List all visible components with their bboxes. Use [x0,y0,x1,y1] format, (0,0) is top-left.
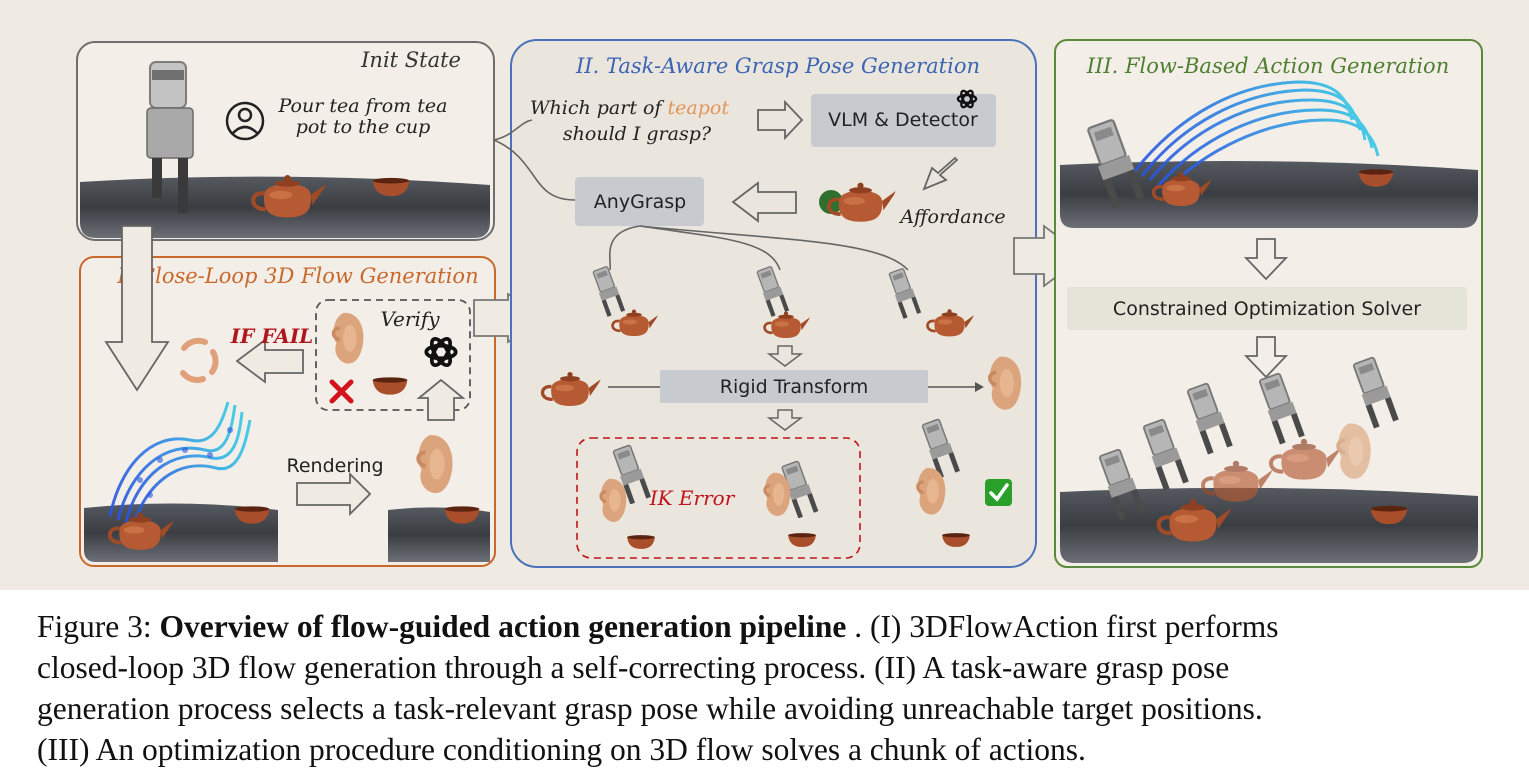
solver-label: Constrained Optimization Solver [1113,298,1421,320]
connector-line [609,225,909,271]
pipeline-diagram: Init State Pour tea from tea pot to the … [76,39,1483,568]
cross-icon [329,379,354,404]
question-line-1: Which part of teapot [530,97,729,119]
check-icon [985,479,1012,506]
ik-error-box [576,437,861,559]
down-arrow-icon [766,345,804,367]
flow-trajectory [1132,80,1380,192]
right-arrow-icon [757,99,804,141]
up-arrow-icon [416,378,466,421]
instruction-line-2: pot to the cup [296,116,431,138]
connector-line [493,119,533,141]
init-state-title: Init State [360,48,461,72]
flow-points [137,427,233,498]
panel-flow-action: III. Flow-Based Action Generation Constr… [1054,39,1483,568]
right-arrow-icon [296,471,372,517]
figure-caption: Figure 3: Overview of flow-guided action… [37,606,1527,770]
rigid-transform-label: Rigid Transform [720,376,868,398]
vlm-detector-box [811,94,996,147]
rigid-transform-box [660,370,928,403]
rendering-label: Rendering [286,455,383,477]
caption-line-4: (III) An optimization procedure conditio… [37,732,1086,767]
init-state-panel: Init State Pour tea from tea pot to the … [76,41,495,241]
anygrasp-label: AnyGrasp [594,191,686,213]
pipeline-figure: Init State Pour tea from tea pot to the … [0,0,1529,590]
ik-error-label: IK Error [649,486,736,510]
down-arrow-icon [766,409,804,431]
caption-line-3: generation process selects a task-releva… [37,691,1263,726]
caption-line-2: closed-loop 3D flow generation through a… [37,650,1230,685]
panel-grasp-pose: II. Task-Aware Grasp Pose Generation Whi… [493,39,1037,568]
panel-close-loop-flow: I. Close-Loop 3D Flow Generation IF FAIL… [79,225,496,567]
instruction-line-1: Pour tea from tea [278,95,448,117]
arrowhead [975,382,984,392]
left-arrow-icon [731,181,797,223]
down-left-arrow-icon [922,156,959,191]
down-arrow-icon [104,225,170,392]
solver-box [1067,287,1467,330]
caption-line-1: Figure 3: Overview of flow-guided action… [37,609,1279,644]
refresh-icon [180,337,219,383]
if-fail-label: IF FAIL [230,324,313,348]
affordance-label: Affordance [898,206,1005,228]
down-arrow-icon [1243,238,1289,281]
panel2-title: II. Task-Aware Grasp Pose Generation [575,54,980,78]
left-arrow-icon [235,338,304,384]
panel3-title: III. Flow-Based Action Generation [1086,54,1449,78]
table-surface [1060,487,1478,563]
verify-label: Verify [380,307,440,331]
panel1-title: I. Close-Loop 3D Flow Generation [116,264,478,288]
connector-line [493,139,576,201]
down-arrow-icon [1243,336,1289,379]
anygrasp-box [575,177,704,226]
vlm-detector-label: VLM & Detector [828,109,978,131]
robot-gripper-icon [146,61,194,213]
question-line-2: should I grasp? [563,123,712,145]
user-icon [225,101,265,141]
verify-box [315,299,471,411]
